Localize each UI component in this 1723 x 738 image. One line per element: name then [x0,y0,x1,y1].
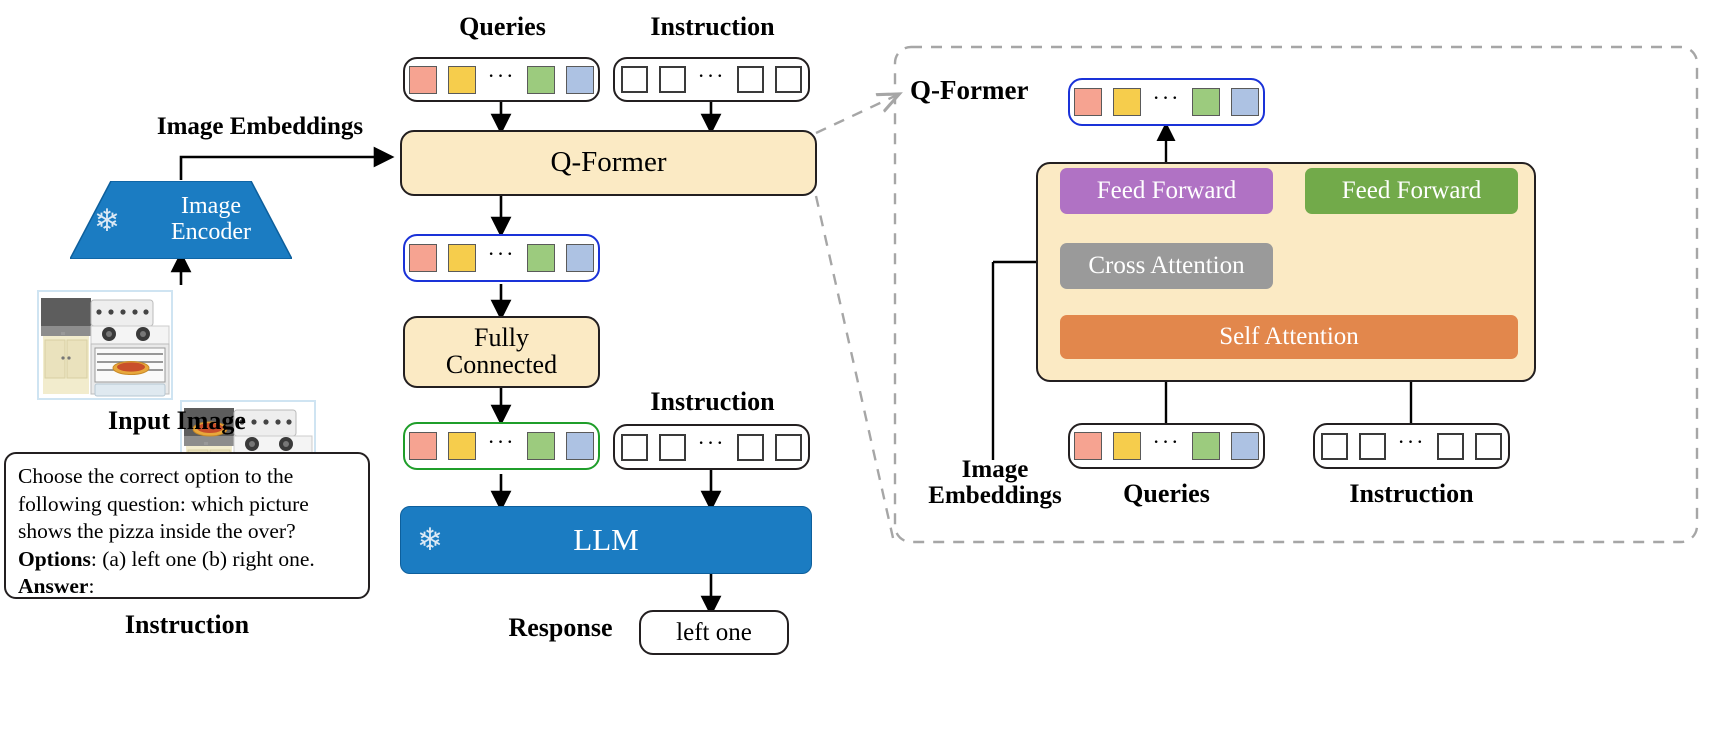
query-token-green [1192,432,1221,460]
detail-instruction-token-box[interactable]: ··· [1313,423,1510,469]
ellipsis: ··· [487,241,516,266]
snowflake-icon: ❄ [94,203,120,238]
query-token-yellow [1112,432,1141,460]
ellipsis: ··· [1152,85,1181,110]
instruction-token [1358,432,1386,460]
ellipsis: ··· [487,62,516,88]
query-token-yellow [447,65,476,94]
qformer-output-token-box[interactable]: ··· [403,234,600,282]
detail-instruction-label: Instruction [1349,479,1474,508]
instruction-token [775,66,803,93]
query-token-blue [1231,88,1260,116]
ellipsis: ··· [1397,429,1426,454]
query-token-red [408,432,437,460]
detail-queries-token-box[interactable]: ··· [1068,423,1265,469]
queries-token-box[interactable]: ··· [403,57,600,102]
prompt-line-3: shows the pizza inside the over? [18,519,296,544]
ellipsis: ··· [487,429,516,454]
answer-key: Answer [18,574,89,599]
instruction-token [620,66,648,93]
query-token-green [527,244,556,272]
detail-queries-label: Queries [1123,479,1210,508]
fully-connected-block[interactable]: Fully Connected [403,316,600,388]
response-label: Response [508,613,613,642]
instruction-token [1320,432,1348,460]
instruction-label-top: Instruction [650,12,775,41]
options-value: : (a) left one (b) right one. [90,546,315,571]
response-box: left one [639,610,789,655]
ellipsis: ··· [1152,429,1181,454]
cross-attention-block[interactable]: Cross Attention [1060,243,1273,289]
fully-connected-line2: Connected [445,350,558,379]
query-token-red [1073,88,1102,116]
fully-connected-line1: Fully [474,323,529,353]
projected-token-box[interactable]: ··· [403,422,600,470]
image-encoder-label-line1: Image [181,193,241,219]
instruction-token [620,433,648,461]
detail-panel-title: Q-Former [910,75,1029,105]
queries-label: Queries [459,12,546,41]
prompt-line-2: following question: which picture [18,491,309,516]
query-token-green [1192,88,1221,116]
stove-pizza-inside-illustration [39,292,171,398]
instruction-token-box-top[interactable]: ··· [613,57,810,102]
detail-image-embeddings-label: Image Embeddings [900,456,1090,510]
image-encoder-block[interactable]: ❄ Image Encoder [68,180,294,260]
feed-forward-right-block[interactable]: Feed Forward [1305,168,1518,214]
options-key: Options [18,546,91,571]
input-image-label: Input Image [108,406,246,435]
instruction-token [658,433,686,461]
snowflake-icon: ❄ [417,522,443,557]
instruction-token [1475,432,1503,460]
query-token-green [527,432,556,460]
query-token-red [408,244,437,272]
prompt-options-line: Options: (a) left one (b) right one. [18,546,356,574]
instruction-token [737,433,765,461]
ellipsis: ··· [697,62,726,88]
instruction-token [658,66,686,93]
instruction-caption: Instruction [124,610,250,639]
response-value: left one [676,618,752,646]
query-token-blue [566,432,595,460]
self-attention-block[interactable]: Self Attention [1060,315,1518,359]
query-token-red [1073,432,1102,460]
qformer-block[interactable]: Q-Former [400,130,817,196]
image-embeddings-label: Image Embeddings [156,113,364,140]
answer-value: : [88,574,95,599]
instruction-token [737,66,765,93]
llm-block[interactable]: ❄ LLM [400,506,812,574]
query-token-blue [566,65,595,94]
query-token-yellow [1112,88,1141,116]
query-token-blue [1231,432,1260,460]
query-token-green [527,65,556,94]
feed-forward-left-block[interactable]: Feed Forward [1060,168,1273,214]
image-encoder-label-line2: Encoder [171,219,251,246]
query-token-red [408,65,437,94]
detail-output-token-box[interactable]: ··· [1068,78,1265,126]
instruction-token [775,433,803,461]
prompt-line-1: Choose the correct option to the [18,464,294,488]
query-token-blue [566,244,595,272]
instruction-prompt-box[interactable]: Choose the correct option to the followi… [4,452,370,599]
query-token-yellow [447,432,476,460]
query-token-yellow [447,244,476,272]
instruction-token-box-mid[interactable]: ··· [613,424,810,470]
llm-label: LLM [573,522,639,557]
detail-image-embeddings-line1: Image [961,456,1029,483]
instruction-token [1437,432,1465,460]
detail-image-embeddings-line2: Embeddings [928,482,1062,510]
prompt-answer-line: Answer: [18,573,356,601]
input-image-left[interactable] [37,290,173,400]
instruction-label-mid: Instruction [650,387,775,416]
ellipsis: ··· [697,430,726,455]
